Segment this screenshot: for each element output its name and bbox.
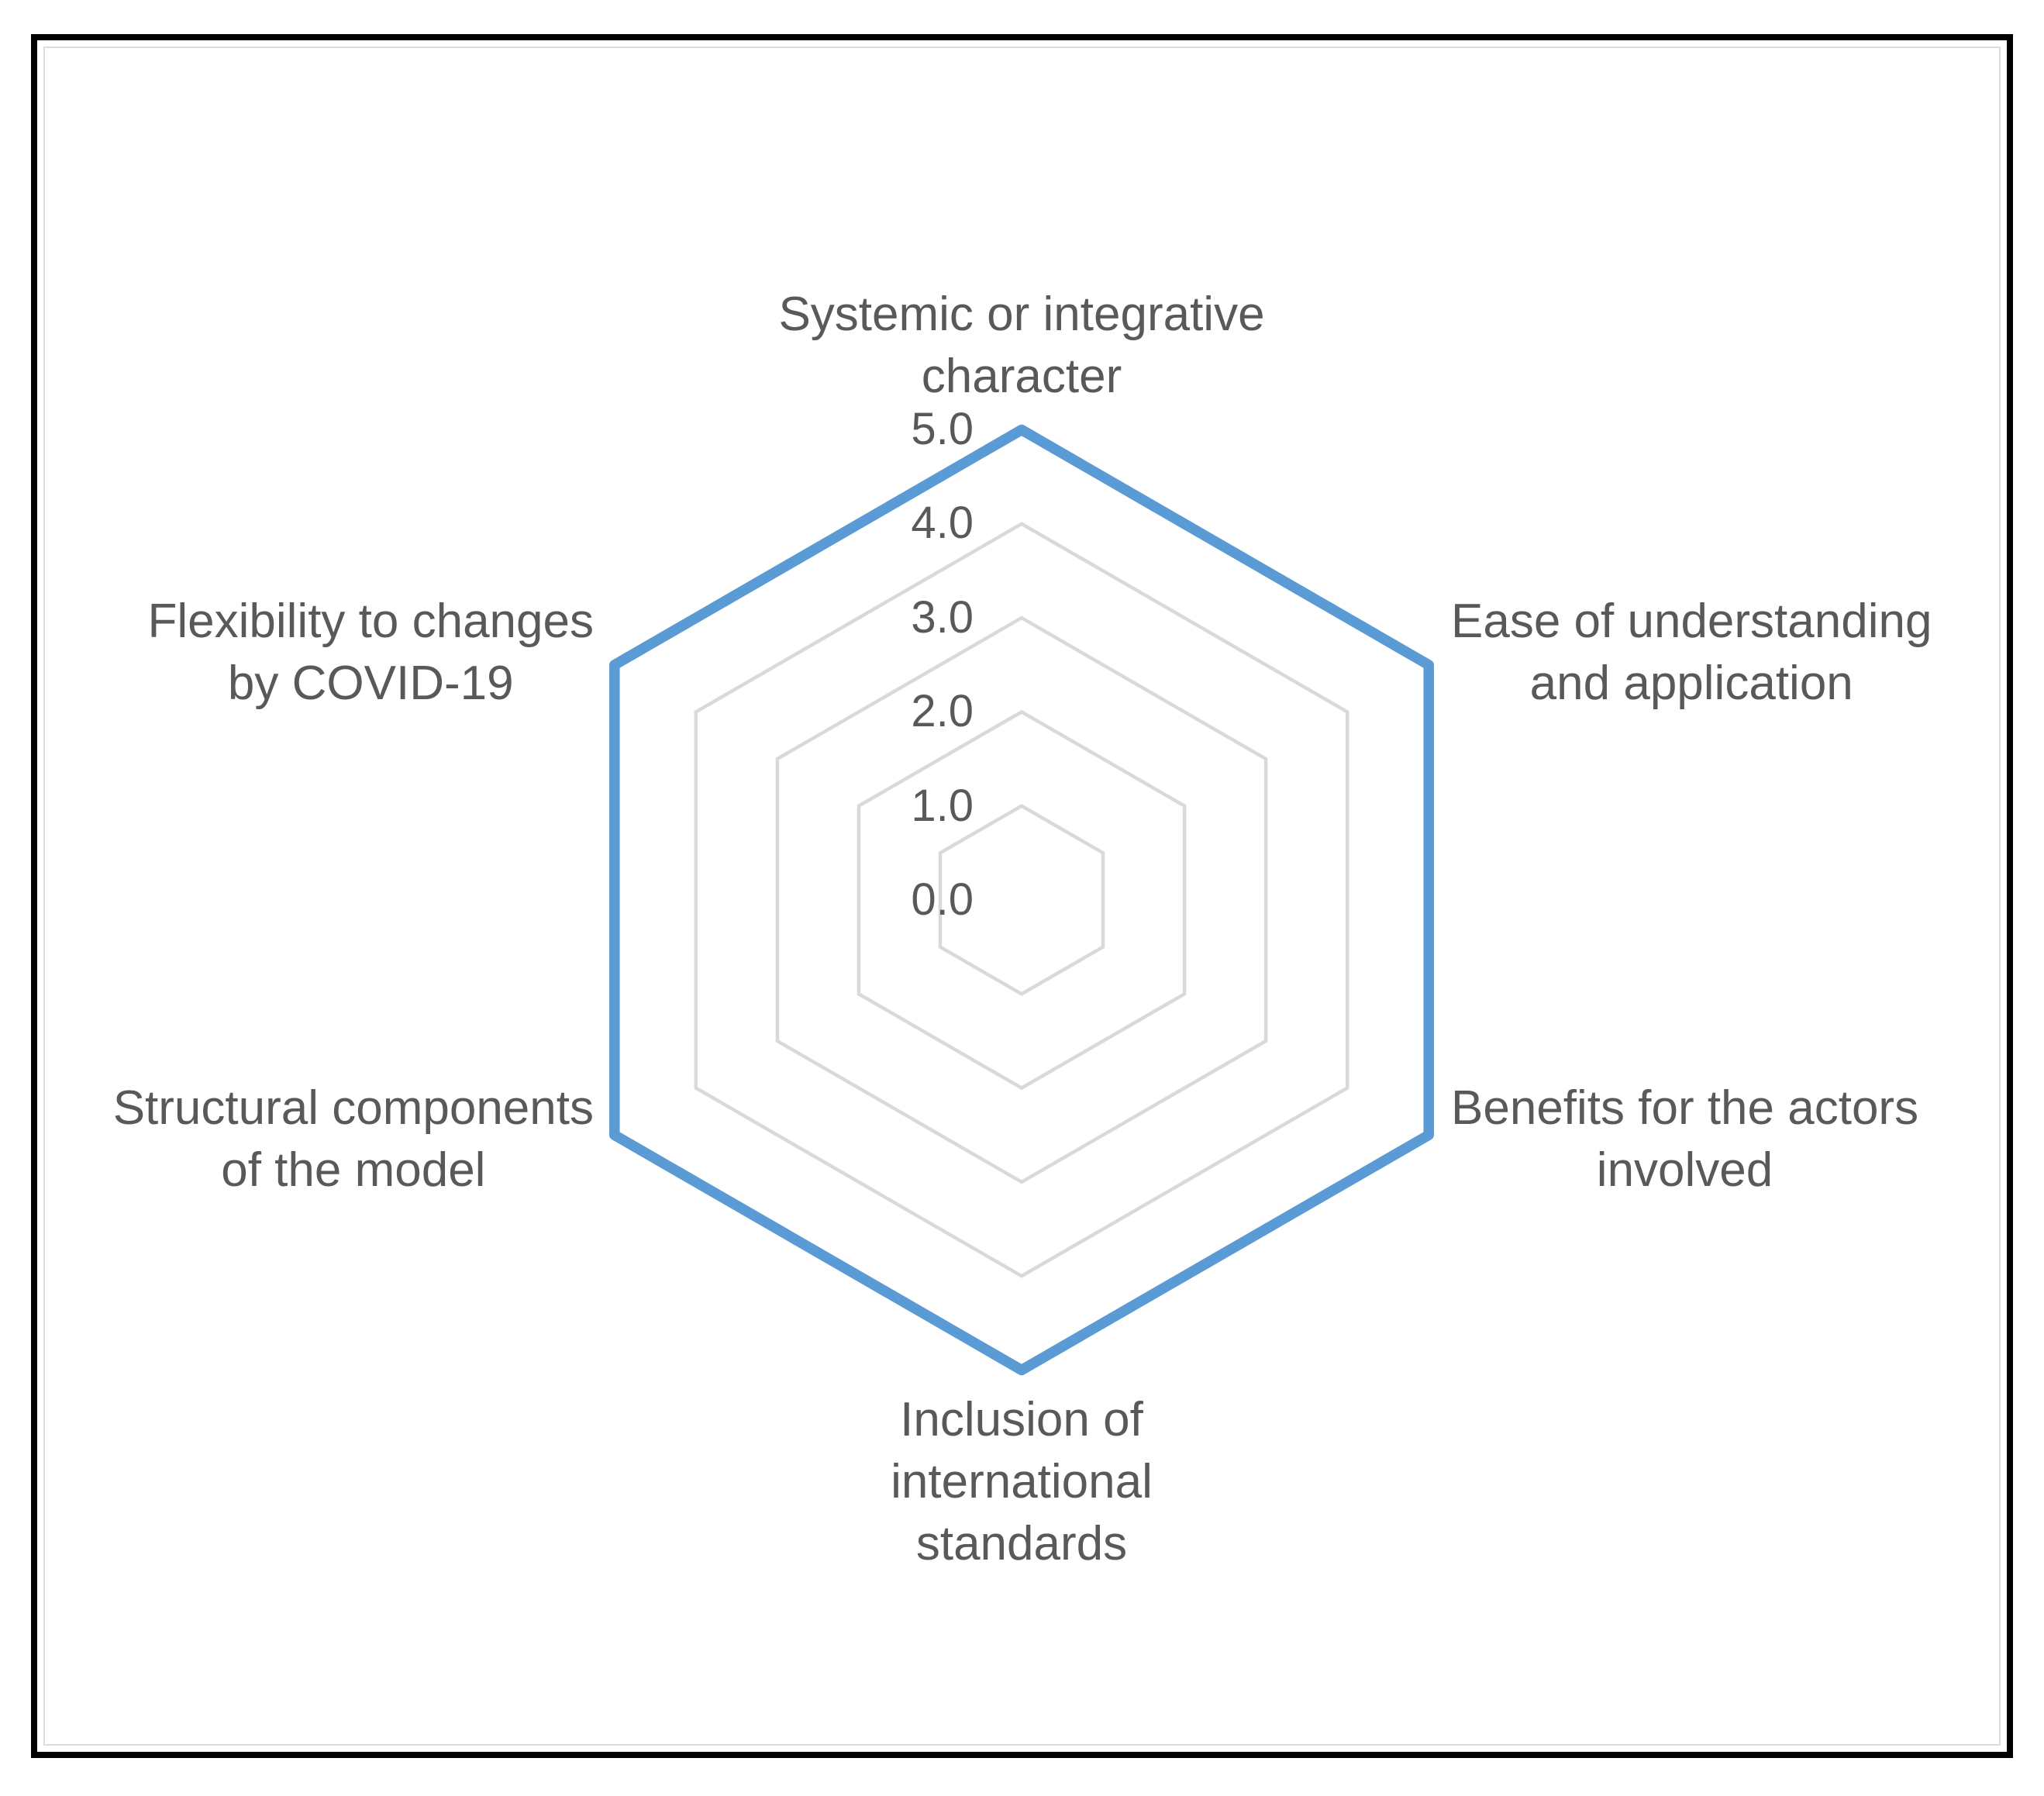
axis-label-line: and application xyxy=(1529,657,1853,710)
radial-tick-5: 5.0 xyxy=(911,404,974,454)
axis-label-benefits-actors: Benefits for the actors involved xyxy=(1451,1077,1918,1201)
axis-label-international-standards: Inclusion of international standards xyxy=(891,1389,1153,1575)
axis-label-line: by COVID-19 xyxy=(227,657,514,710)
axis-label-line: character xyxy=(921,350,1122,403)
radial-tick-0: 0.0 xyxy=(911,874,974,925)
axis-label-line: Benefits for the actors xyxy=(1451,1081,1919,1135)
radial-tick-4: 4.0 xyxy=(911,498,974,548)
axis-label-line: Inclusion of xyxy=(900,1393,1143,1446)
axis-label-line: Systemic or integrative xyxy=(778,288,1265,341)
axis-label-line: international xyxy=(891,1455,1153,1508)
radial-tick-1: 1.0 xyxy=(911,781,974,831)
axis-label-ease-of-understanding: Ease of understanding and application xyxy=(1451,591,1932,715)
axis-label-line: Ease of understanding xyxy=(1451,595,1932,648)
radial-tick-2: 2.0 xyxy=(911,686,974,736)
axis-label-structural-components: Structural components of the model xyxy=(113,1077,594,1201)
axis-label-flexibility-covid: Flexibility to changes by COVID-19 xyxy=(148,591,595,715)
axis-label-line: standards xyxy=(915,1517,1128,1570)
axis-label-line: Flexibility to changes xyxy=(147,595,595,648)
axis-label-line: of the model xyxy=(221,1143,486,1197)
axis-label-systemic-character: Systemic or integrative character xyxy=(778,284,1264,408)
radial-tick-3: 3.0 xyxy=(911,592,974,643)
axis-label-line: Structural components xyxy=(112,1081,594,1135)
axis-label-line: involved xyxy=(1596,1143,1773,1197)
